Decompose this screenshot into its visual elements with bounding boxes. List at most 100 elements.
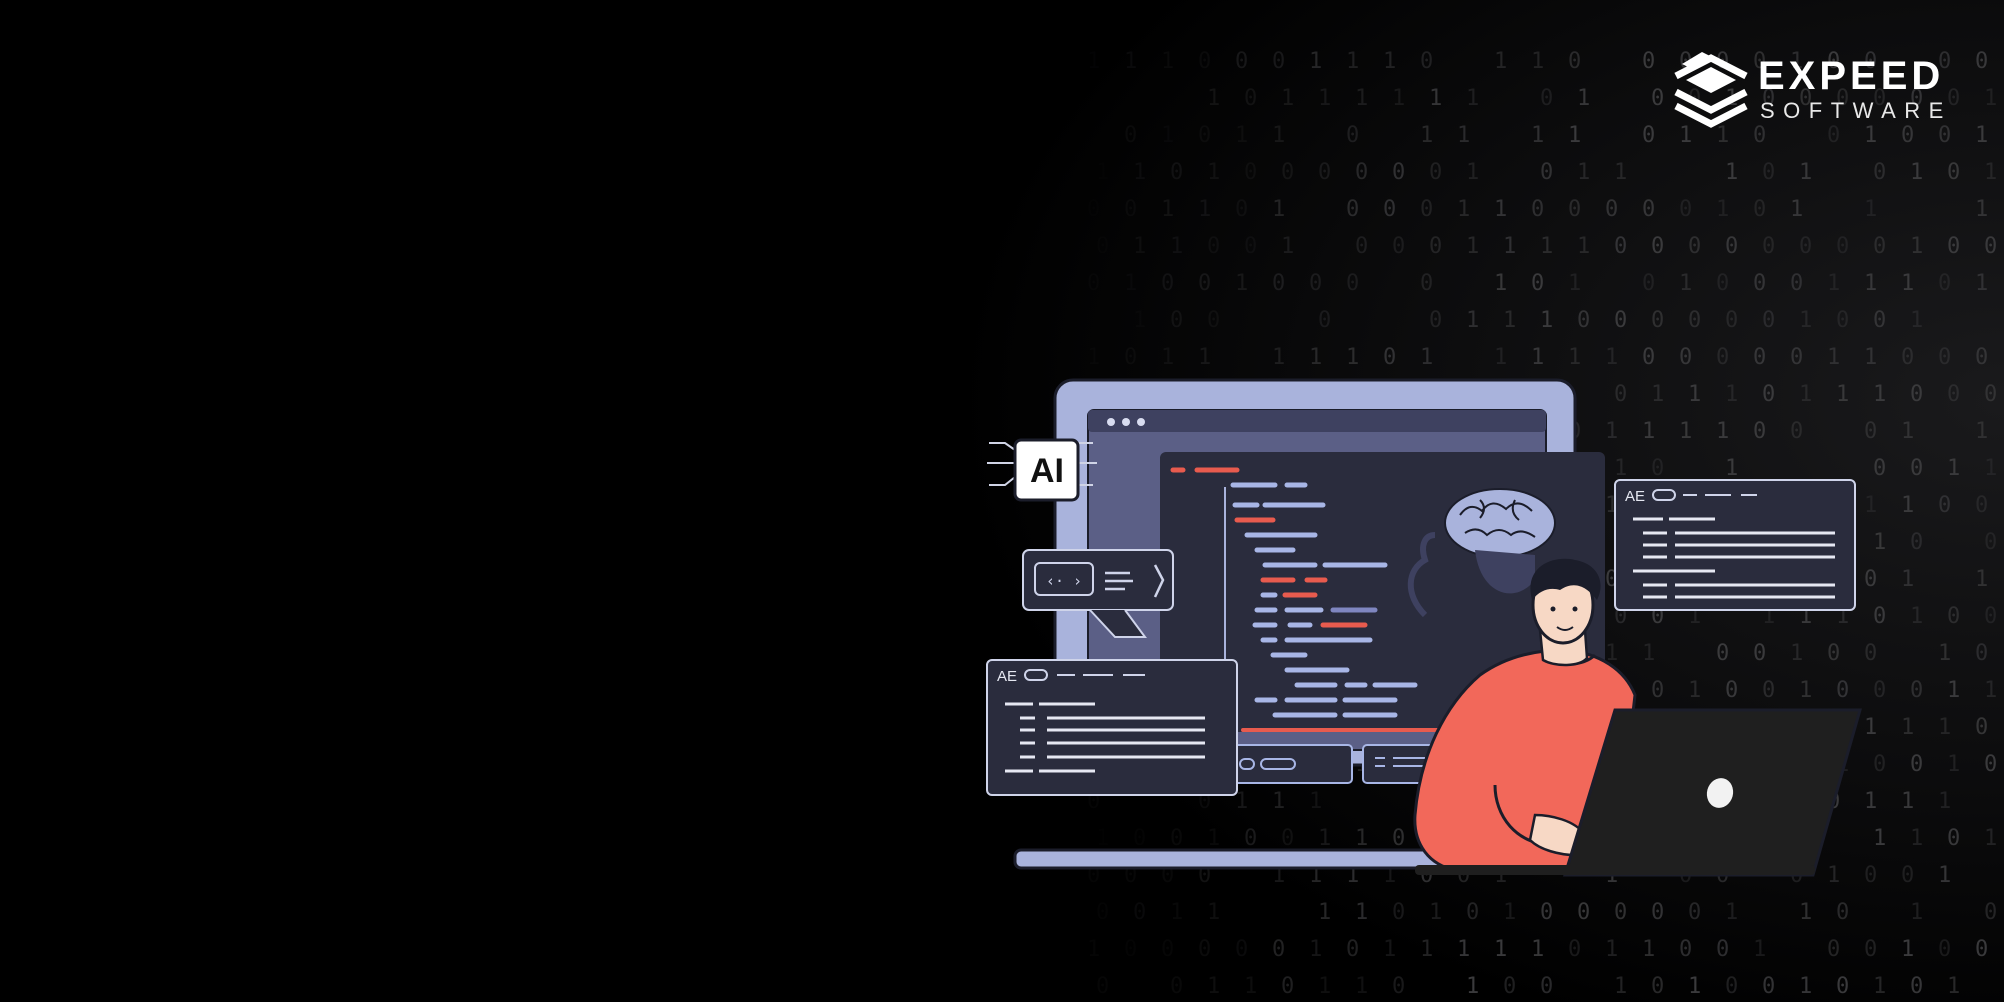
- binary-digit: 1: [1309, 789, 1322, 814]
- binary-digit: 1: [1207, 826, 1220, 851]
- binary-digit: 1: [1198, 345, 1211, 370]
- binary-digit: 1: [1910, 234, 1923, 259]
- binary-digit: 1: [1975, 271, 1988, 296]
- binary-digit: 1: [1984, 160, 1997, 185]
- binary-digit: 1: [1864, 123, 1877, 148]
- binary-digit: 1: [1355, 826, 1368, 851]
- binary-digit: 1: [1725, 382, 1738, 407]
- binary-digit: 0: [1975, 345, 1988, 370]
- binary-digit: 1: [1614, 456, 1627, 481]
- brand-name: EXPEED: [1758, 54, 1945, 98]
- binary-digit: 1: [1688, 382, 1701, 407]
- binary-digit: 1: [1716, 123, 1729, 148]
- binary-digit: 1: [1642, 419, 1655, 444]
- binary-digit: 1: [1309, 345, 1322, 370]
- binary-digit: 0: [1272, 937, 1285, 962]
- binary-digit: 1: [1318, 974, 1331, 999]
- binary-digit: 1: [1531, 345, 1544, 370]
- binary-digit: 0: [1651, 86, 1664, 111]
- binary-digit: 0: [1392, 974, 1405, 999]
- binary-digit: 0: [1087, 271, 1100, 296]
- code-lines: [1170, 467, 1477, 732]
- binary-digit: 0: [1605, 197, 1618, 222]
- binary-digit: 0: [1947, 86, 1960, 111]
- binary-digit: 0: [1281, 974, 1294, 999]
- binary-digit: 0: [1161, 271, 1174, 296]
- binary-digit: 0: [1429, 234, 1442, 259]
- binary-digit: 1: [1799, 382, 1812, 407]
- binary-digit: 0: [1984, 382, 1997, 407]
- binary-digit: 0: [1910, 678, 1923, 703]
- binary-digit: 0: [1059, 160, 1072, 185]
- binary-digit: 0: [1938, 937, 1951, 962]
- binary-digit: 1: [1753, 937, 1766, 962]
- binary-digit: 1: [1910, 900, 1923, 925]
- binary-digit: 0: [1827, 123, 1840, 148]
- binary-digit: 1: [1207, 160, 1220, 185]
- binary-digit: 1: [1864, 345, 1877, 370]
- binary-digit: 1: [1910, 604, 1923, 629]
- binary-digit: 1: [1790, 641, 1803, 666]
- binary-digit: 0: [1984, 530, 1997, 555]
- binary-digit: 1: [1466, 234, 1479, 259]
- binary-digit: 1: [1688, 678, 1701, 703]
- binary-digit: 0: [1688, 308, 1701, 333]
- binary-digit: 0: [1827, 937, 1840, 962]
- binary-digit: 0: [1124, 937, 1137, 962]
- binary-digit: 0: [1651, 456, 1664, 481]
- binary-digit: 1: [1901, 567, 1914, 592]
- binary-digit: 0: [1975, 937, 1988, 962]
- binary-digit: 1: [1679, 123, 1692, 148]
- binary-digit: 0: [1392, 826, 1405, 851]
- binary-digit: 1: [1947, 752, 1960, 777]
- binary-digit: 0: [1975, 493, 1988, 518]
- binary-digit: 1: [1725, 900, 1738, 925]
- binary-digit: 0: [1873, 160, 1886, 185]
- binary-digit: 0: [1910, 86, 1923, 111]
- binary-digit: 1: [1531, 937, 1544, 962]
- binary-digit: 1: [1790, 197, 1803, 222]
- binary-digit: 0: [1975, 49, 1988, 74]
- code-panel-left: AE: [986, 659, 1238, 796]
- binary-digit: 1: [1466, 86, 1479, 111]
- binary-digit: 0: [1133, 900, 1146, 925]
- binary-digit: 1: [1059, 308, 1072, 333]
- binary-digit: 0: [1836, 234, 1849, 259]
- binary-digit: 1: [1466, 160, 1479, 185]
- binary-digit: 0: [1346, 123, 1359, 148]
- binary-digit: 0: [1355, 160, 1368, 185]
- binary-digit: 0: [1725, 678, 1738, 703]
- binary-digit: 1: [1272, 123, 1285, 148]
- binary-digit: 1: [1605, 345, 1618, 370]
- binary-digit: 0: [1383, 345, 1396, 370]
- binary-digit: 1: [1531, 123, 1544, 148]
- binary-digit: 0: [1568, 937, 1581, 962]
- binary-digit: 0: [1716, 271, 1729, 296]
- binary-digit: 0: [1938, 49, 1951, 74]
- binary-digit: 1: [1975, 419, 1988, 444]
- binary-digit: 1: [1503, 900, 1516, 925]
- developer-ai-illustration: AI ‹· › AE: [986, 378, 1862, 877]
- binary-digit: 0: [1753, 123, 1766, 148]
- binary-digit: 1: [1799, 308, 1812, 333]
- binary-digit: 0: [1392, 160, 1405, 185]
- brand-logo[interactable]: EXPEED SOFTWARE: [1672, 46, 1952, 136]
- binary-digit: 0: [1355, 234, 1368, 259]
- binary-digit: 1: [1910, 826, 1923, 851]
- binary-digit: 0: [1873, 308, 1886, 333]
- binary-digit: 1: [1901, 271, 1914, 296]
- binary-digit: 1: [1309, 49, 1322, 74]
- code-panel-right: AE: [1614, 479, 1856, 611]
- binary-digit: 1: [1059, 86, 1072, 111]
- binary-digit: 0: [1429, 308, 1442, 333]
- binary-digit: 1: [1503, 234, 1516, 259]
- binary-digit: 0: [1984, 234, 1997, 259]
- binary-digit: 1: [1864, 493, 1877, 518]
- binary-digit: 1: [1938, 715, 1951, 740]
- binary-digit: 0: [1753, 271, 1766, 296]
- binary-digit: 0: [1096, 234, 1109, 259]
- binary-digit: 1: [1494, 49, 1507, 74]
- binary-digit: 0: [1716, 641, 1729, 666]
- panel-left-label: AE: [997, 668, 1017, 685]
- binary-digit: 1: [1984, 86, 1997, 111]
